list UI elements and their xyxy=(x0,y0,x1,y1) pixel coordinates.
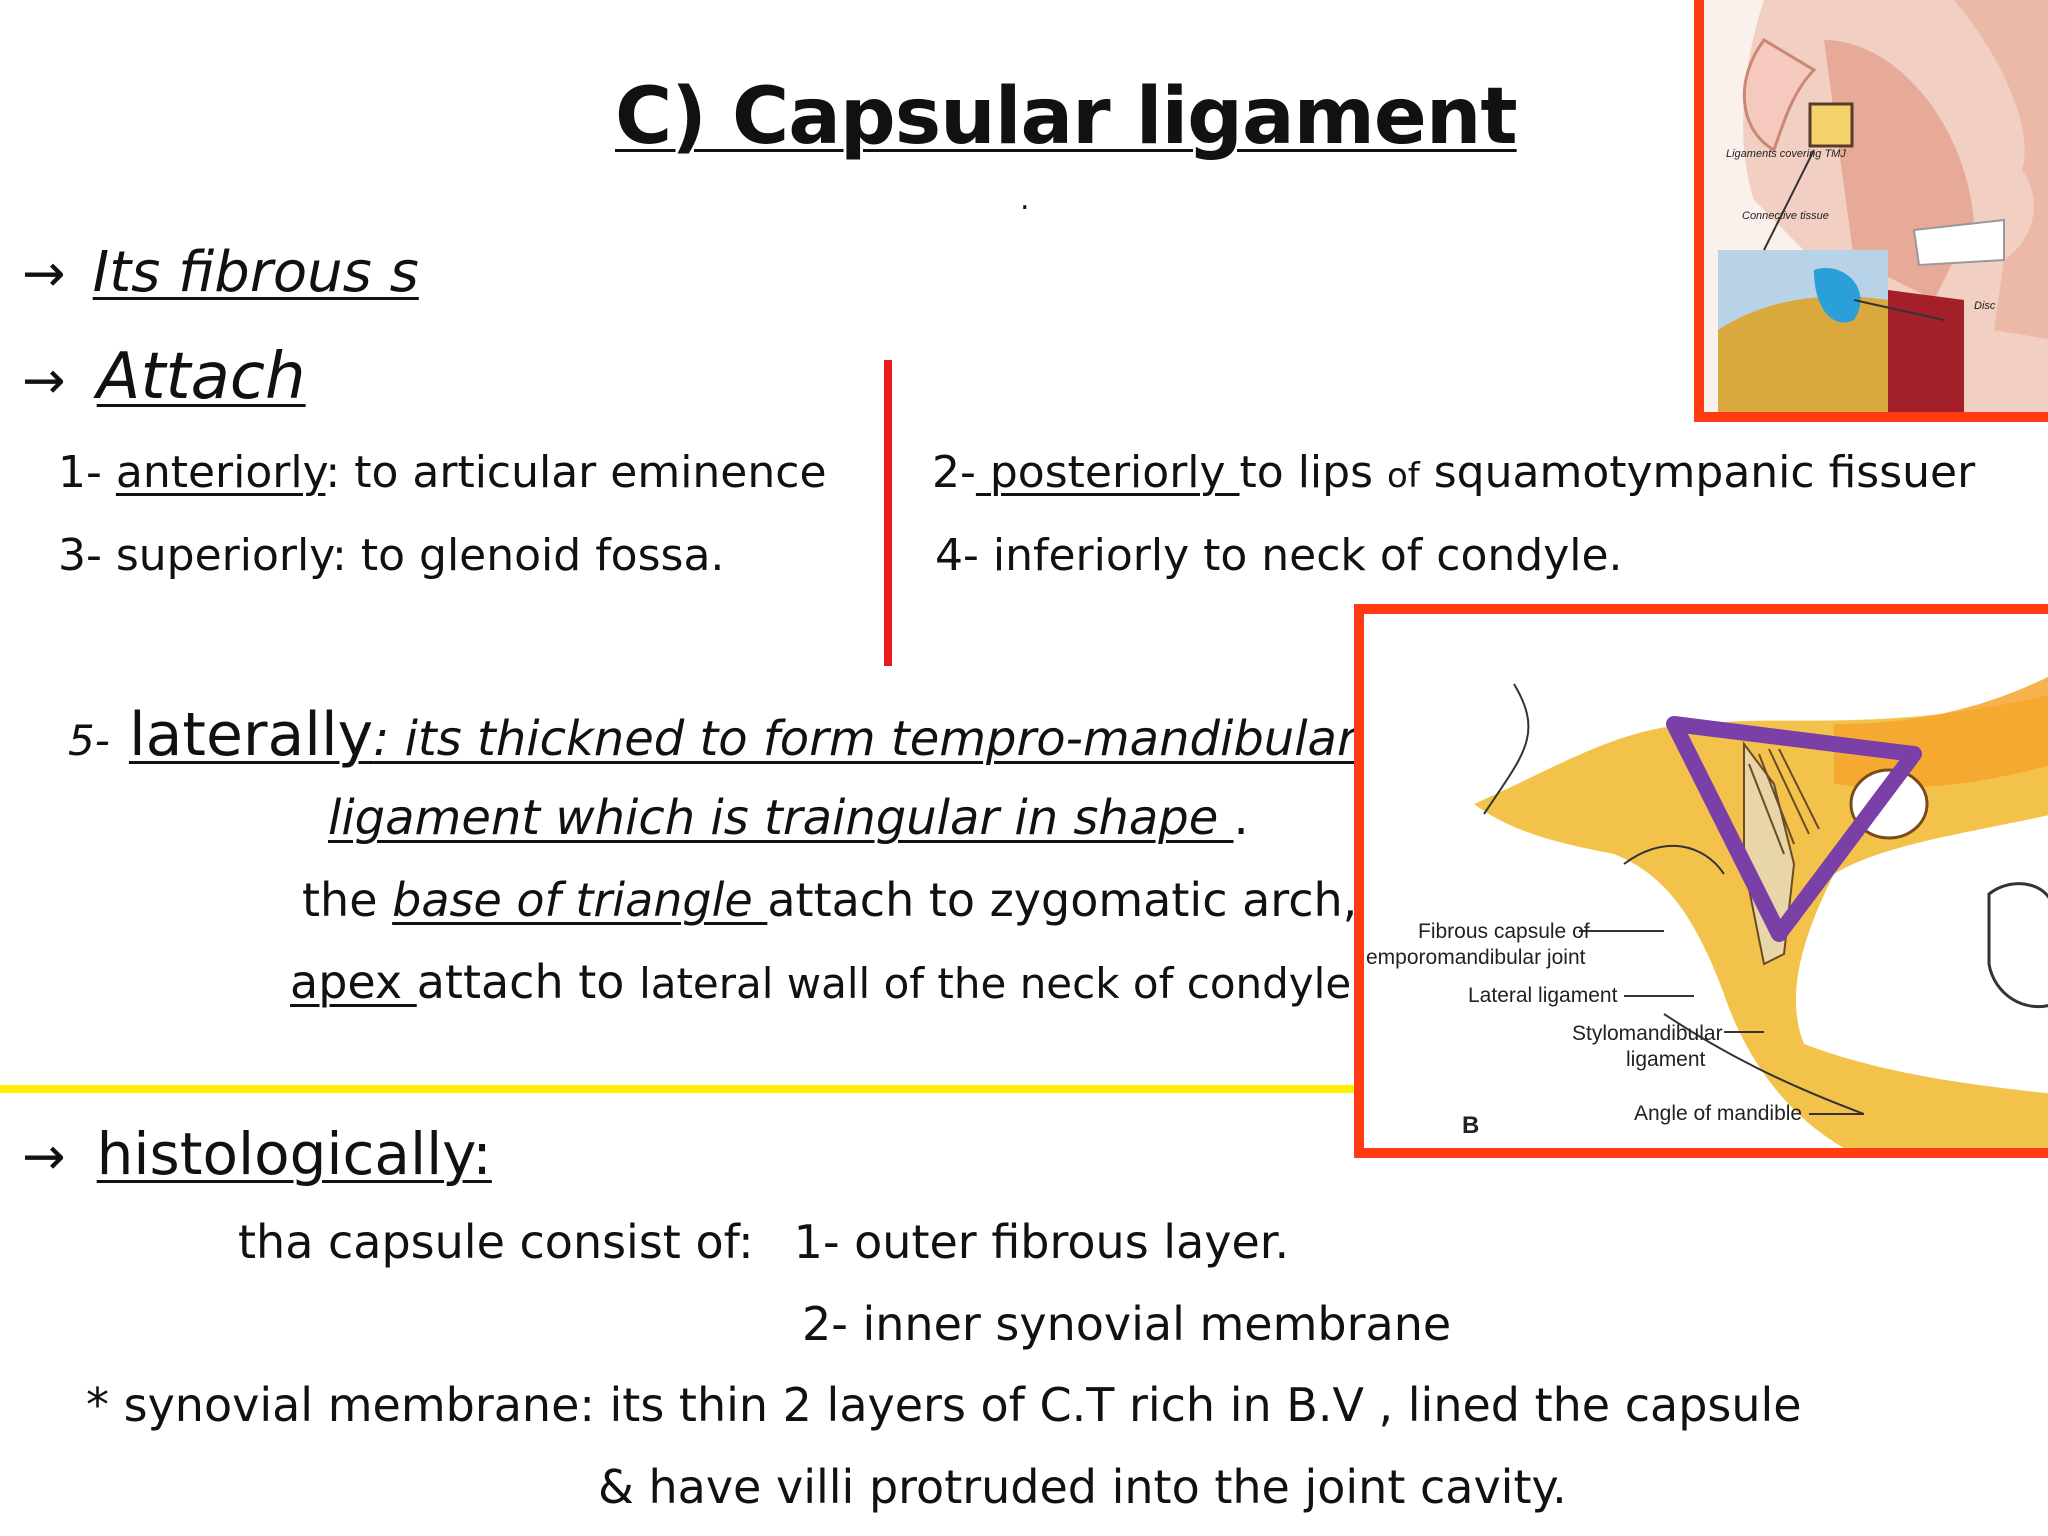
base-text: the xyxy=(302,873,393,927)
attach-item-inferiorly: 4- inferiorly to neck of condyle. xyxy=(935,530,1623,581)
title-dot: . xyxy=(1020,182,1030,217)
apex-keyword: apex xyxy=(290,955,417,1009)
bullet-histologically: → histologically: xyxy=(22,1120,492,1188)
attach-heading: Attach xyxy=(96,340,306,414)
figure-label: Disc xyxy=(1974,300,1996,312)
figure-lateral-ligament: Fibrous capsule of emporomandibular join… xyxy=(1354,604,2048,1158)
arrow-icon: → xyxy=(22,351,66,411)
item-text: squamotympanic fissuer xyxy=(1419,447,1976,498)
apex-text: attach to xyxy=(416,955,640,1009)
arrow-icon: → xyxy=(22,244,66,304)
apex-text: lateral wall of the neck of condyle. xyxy=(639,959,1365,1008)
attach-item-anteriorly: 1- anteriorly: to articular eminence xyxy=(58,447,827,498)
laterally-line-1: 5- laterally: its thickned to form tempr… xyxy=(68,700,1357,770)
layer-inner: 2- inner synovial membrane xyxy=(802,1297,1452,1351)
synovial-line-1: * synovial membrane: its thin 2 layers o… xyxy=(86,1378,1802,1432)
laterally-text: : its thickned to form tempro-mandibular xyxy=(373,711,1357,767)
item-keyword: anteriorly xyxy=(115,447,326,498)
bullet-fibrous: → Its fibrous s xyxy=(22,240,419,305)
figure-label: Ligaments covering TMJ xyxy=(1726,148,1846,160)
figure-label: Fibrous capsule of xyxy=(1418,920,1590,943)
mandible-illustration xyxy=(1364,614,2048,1148)
synovial-line-2: & have villi protruded into the joint ca… xyxy=(598,1460,1567,1514)
consist-text: tha capsule consist of: xyxy=(238,1215,754,1269)
base-text: attach to zygomatic arch, xyxy=(767,873,1358,927)
layer-outer: 1- outer fibrous layer. xyxy=(793,1215,1290,1269)
item-text: : to articular eminence xyxy=(325,447,827,498)
fibrous-text: Its fibrous s xyxy=(92,240,419,305)
attach-item-posteriorly: 2- posteriorly to lips of squamotympanic… xyxy=(932,447,1975,498)
apex-line: apex attach to lateral wall of the neck … xyxy=(290,955,1365,1009)
histologically-heading: histologically: xyxy=(96,1120,492,1188)
item-text: of xyxy=(1386,456,1420,496)
figure-label: Connective tissue xyxy=(1742,210,1829,222)
figure-label: emporomandibular joint xyxy=(1366,946,1586,969)
laterally-text: . xyxy=(1233,790,1249,846)
page-title: C) Capsular ligament xyxy=(615,72,1518,162)
laterally-line-2: ligament which is traingular in shape . xyxy=(328,790,1249,846)
yellow-rule xyxy=(0,1085,1360,1093)
figure-face-tmj: Ligaments covering TMJ Connective tissue… xyxy=(1694,0,2048,422)
base-keyword: base of triangle xyxy=(392,873,768,927)
figure-label: Stylomandibular xyxy=(1572,1022,1723,1045)
laterally-keyword: laterally xyxy=(128,700,374,770)
bullet-attach: → Attach xyxy=(22,340,306,414)
vertical-divider xyxy=(884,360,892,666)
item-text: to lips xyxy=(1239,447,1387,498)
face-illustration xyxy=(1704,0,2048,412)
capsule-consist-line: tha capsule consist of: 1- outer fibrous … xyxy=(238,1215,1289,1269)
figure-label: ligament xyxy=(1626,1048,1706,1071)
figure-label: Lateral ligament xyxy=(1468,984,1618,1007)
figure-label: B xyxy=(1462,1112,1480,1139)
arrow-icon: → xyxy=(22,1127,66,1187)
item-keyword: posteriorly xyxy=(975,447,1240,498)
base-of-triangle-line: the base of triangle attach to zygomatic… xyxy=(302,873,1357,927)
attach-item-superiorly: 3- superiorly: to glenoid fossa. xyxy=(58,530,725,581)
laterally-text: ligament which is traingular in shape xyxy=(328,790,1234,846)
figure-label: Angle of mandible xyxy=(1634,1102,1803,1125)
item-number: 1- xyxy=(58,447,116,498)
item-number: 5- xyxy=(68,716,110,765)
item-number: 2- xyxy=(932,447,976,498)
